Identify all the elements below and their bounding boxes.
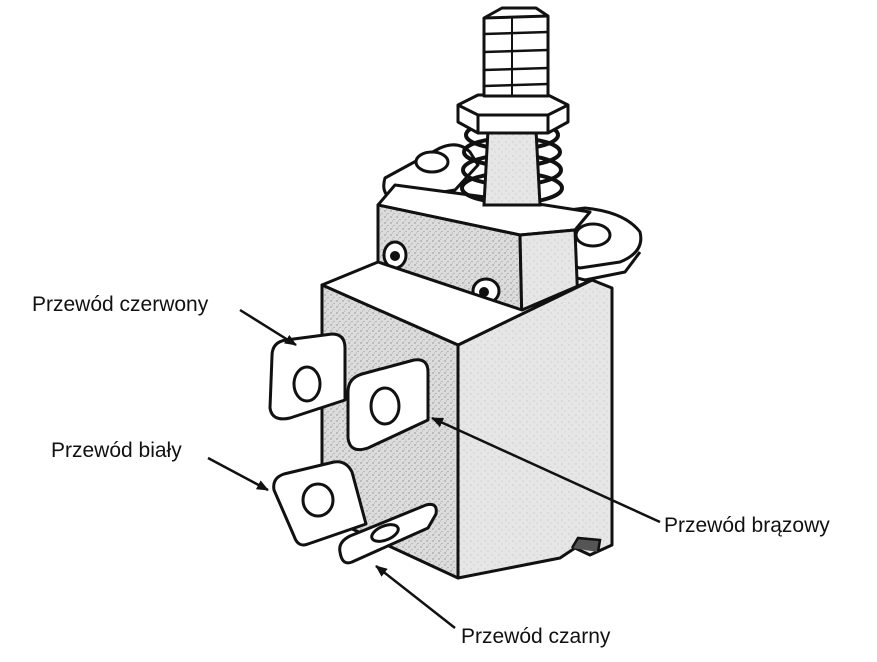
body-notch — [570, 536, 602, 553]
terminal-red — [268, 332, 347, 421]
arrow-black — [375, 565, 456, 629]
label-red-wire: Przewód czerwony — [32, 293, 209, 316]
label-black-wire: Przewód czarny — [461, 625, 611, 648]
plunger-shaft — [482, 128, 542, 207]
arrow-white — [207, 456, 269, 492]
hex-nut — [456, 93, 570, 135]
terminal-brown — [346, 358, 430, 452]
terminal-black — [338, 502, 438, 565]
label-brown-wire: Przewód brązowy — [664, 514, 830, 537]
main-body-side — [456, 278, 614, 580]
label-white-wire: Przewód biały — [51, 439, 182, 462]
terminal-white — [272, 460, 368, 547]
arrow-brown — [431, 416, 661, 524]
arrow-red — [239, 308, 297, 347]
plunger-button — [482, 6, 550, 98]
